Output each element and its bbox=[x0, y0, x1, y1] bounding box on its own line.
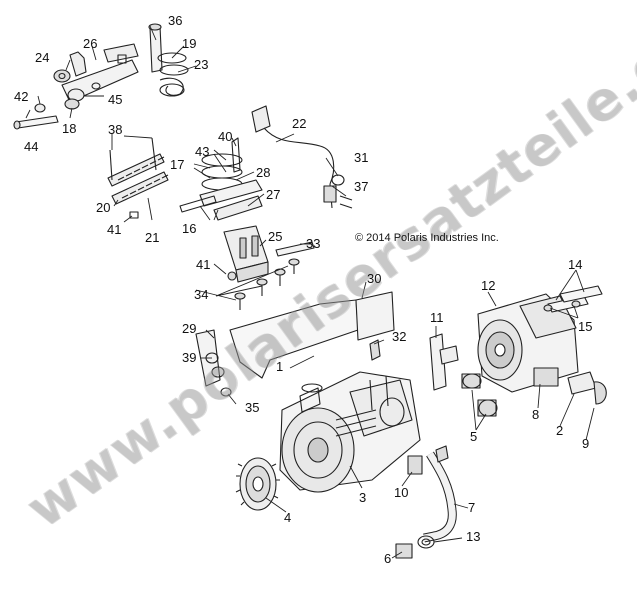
callout-41b: 41 bbox=[196, 257, 211, 272]
callout-31: 31 bbox=[354, 150, 369, 165]
callout-40: 40 bbox=[218, 129, 233, 144]
callout-27: 27 bbox=[266, 187, 281, 202]
callout-14: 14 bbox=[568, 257, 583, 272]
callout-33: 33 bbox=[306, 236, 321, 251]
callout-38: 38 bbox=[108, 122, 123, 137]
callout-29: 29 bbox=[182, 321, 197, 336]
callout-17: 17 bbox=[170, 157, 185, 172]
callout-12: 12 bbox=[481, 278, 496, 293]
callout-15: 15 bbox=[578, 319, 593, 334]
callout-leader-lines bbox=[25, 25, 595, 559]
hose-and-fittings bbox=[395, 445, 457, 559]
mounting-bracket bbox=[195, 258, 395, 397]
callout-35: 35 bbox=[245, 400, 260, 415]
copyright-notice: © 2014 Polaris Industries Inc. bbox=[355, 232, 499, 244]
callout-19: 19 bbox=[182, 36, 197, 51]
callout-45: 45 bbox=[108, 92, 123, 107]
callout-3: 3 bbox=[359, 490, 367, 505]
callout-9: 9 bbox=[582, 436, 590, 451]
callout-22: 22 bbox=[292, 116, 307, 131]
callout-6: 6 bbox=[384, 551, 392, 566]
shift-lever-assembly bbox=[13, 23, 189, 130]
drive-gear bbox=[235, 457, 280, 511]
callout-5: 5 bbox=[470, 429, 478, 444]
callout-39: 39 bbox=[182, 350, 197, 365]
callout-2: 2 bbox=[556, 423, 564, 438]
callout-13: 13 bbox=[466, 529, 481, 544]
callout-41a: 41 bbox=[107, 222, 122, 237]
pipe-fittings bbox=[429, 333, 498, 417]
callout-37: 37 bbox=[354, 179, 369, 194]
callout-28: 28 bbox=[256, 165, 271, 180]
callout-16: 16 bbox=[182, 221, 197, 236]
callout-43: 43 bbox=[195, 144, 210, 159]
gear-pump bbox=[477, 285, 607, 405]
callout-32: 32 bbox=[392, 329, 407, 344]
callout-7: 7 bbox=[468, 500, 476, 515]
callout-30: 30 bbox=[367, 271, 382, 286]
callout-21: 21 bbox=[145, 230, 160, 245]
callout-44: 44 bbox=[24, 139, 39, 154]
callout-18: 18 bbox=[62, 121, 77, 136]
callout-26: 26 bbox=[83, 36, 98, 51]
callout-4: 4 bbox=[284, 510, 292, 525]
callout-8: 8 bbox=[532, 407, 540, 422]
callout-24: 24 bbox=[35, 50, 50, 65]
callout-20: 20 bbox=[96, 200, 111, 215]
callout-1: 1 bbox=[276, 359, 284, 374]
hydraulic-pump-body bbox=[279, 371, 421, 493]
spring-assembly bbox=[107, 137, 263, 221]
callout-11: 11 bbox=[430, 310, 444, 325]
callout-10: 10 bbox=[394, 485, 409, 500]
callout-42: 42 bbox=[14, 89, 29, 104]
callout-34: 34 bbox=[194, 287, 209, 302]
callout-25: 25 bbox=[268, 229, 283, 244]
callout-23: 23 bbox=[194, 57, 209, 72]
callout-36: 36 bbox=[168, 13, 183, 28]
